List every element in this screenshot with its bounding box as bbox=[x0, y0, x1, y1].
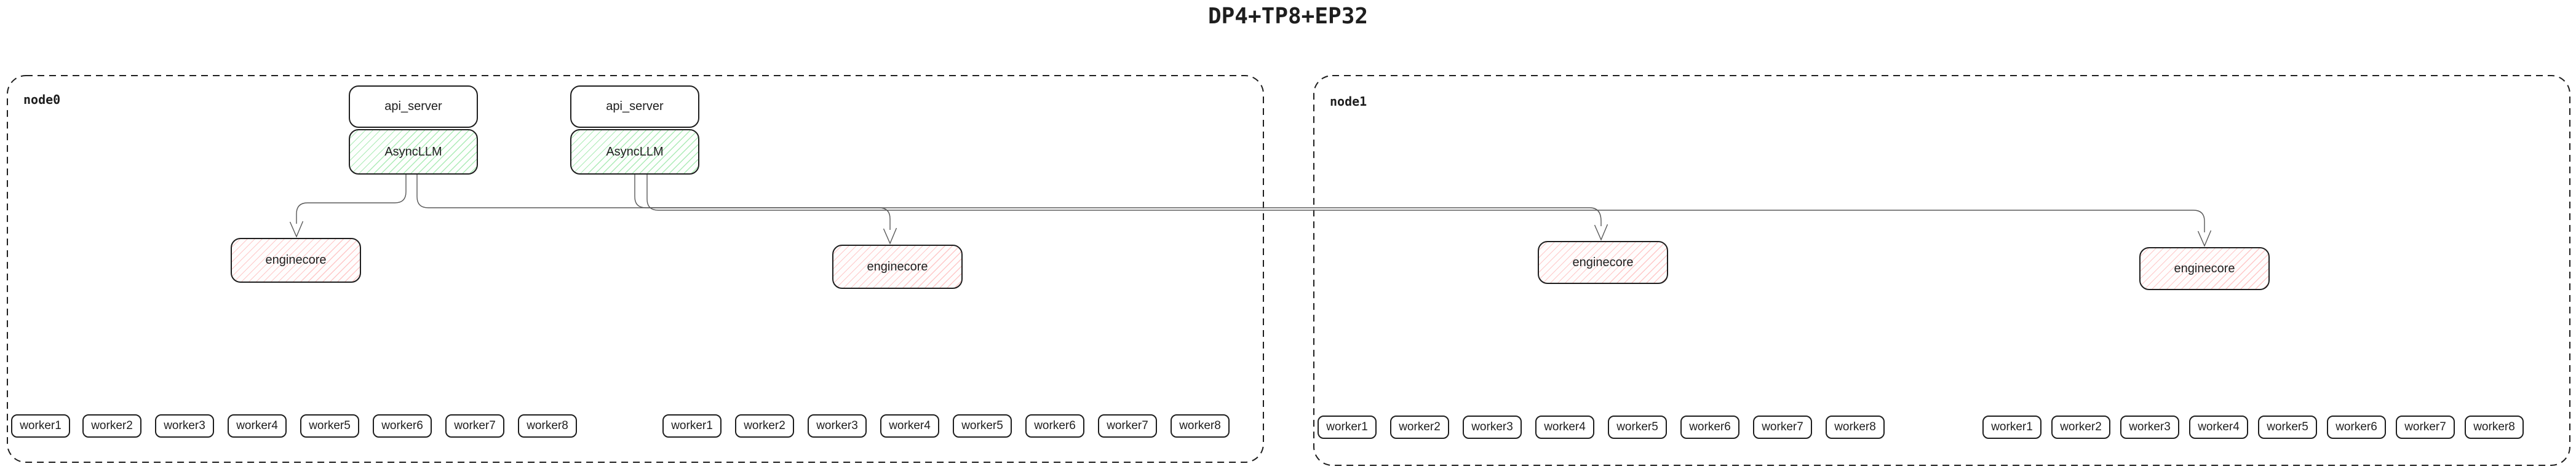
arrowhead-icon bbox=[883, 227, 897, 245]
worker-box: worker6 bbox=[1025, 414, 1084, 438]
api-server-box-2: api_server bbox=[570, 85, 699, 128]
worker-box: worker3 bbox=[808, 414, 867, 438]
worker-box: worker5 bbox=[953, 414, 1012, 438]
worker-box: worker8 bbox=[1171, 414, 1230, 438]
worker-box: worker1 bbox=[11, 414, 70, 438]
worker-box: worker6 bbox=[373, 414, 432, 438]
arrowhead-icon bbox=[2197, 230, 2212, 247]
arrowhead-icon bbox=[1594, 224, 1608, 241]
connector-asyncllm2-enginecore4 bbox=[646, 175, 2205, 232]
worker-box: worker7 bbox=[1098, 414, 1157, 438]
worker-box: worker7 bbox=[445, 414, 504, 438]
worker-box: worker8 bbox=[518, 414, 577, 438]
worker-box: worker3 bbox=[1463, 416, 1522, 439]
connector-asyncllm1-enginecore2 bbox=[416, 175, 891, 230]
worker-box: worker5 bbox=[2258, 416, 2317, 439]
worker-box: worker6 bbox=[2327, 416, 2386, 439]
worker-box: worker4 bbox=[2189, 416, 2248, 439]
worker-box: worker4 bbox=[880, 414, 939, 438]
worker-box: worker3 bbox=[2120, 416, 2179, 439]
worker-box: worker8 bbox=[1826, 416, 1885, 439]
worker-box: worker2 bbox=[735, 414, 794, 438]
worker-box: worker7 bbox=[1753, 416, 1812, 439]
worker-box: worker2 bbox=[82, 414, 141, 438]
worker-box: worker1 bbox=[1318, 416, 1377, 439]
worker-box: worker1 bbox=[1982, 416, 2041, 439]
node0-border bbox=[7, 75, 1264, 463]
worker-box: worker2 bbox=[2051, 416, 2110, 439]
asyncllm-box-2: AsyncLLM bbox=[570, 129, 699, 175]
node1-border bbox=[1313, 75, 2570, 466]
enginecore-box-3: enginecore bbox=[1538, 241, 1668, 284]
worker-box: worker4 bbox=[228, 414, 287, 438]
connector-asyncllm1-enginecore1 bbox=[296, 175, 407, 224]
worker-box: worker3 bbox=[155, 414, 214, 438]
worker-box: worker2 bbox=[1390, 416, 1449, 439]
worker-box: worker5 bbox=[300, 414, 359, 438]
connector-asyncllm2-enginecore3 bbox=[634, 175, 1602, 226]
worker-box: worker5 bbox=[1608, 416, 1667, 439]
arrowhead-icon bbox=[289, 221, 304, 238]
worker-box: worker1 bbox=[662, 414, 722, 438]
api-server-box-1: api_server bbox=[349, 85, 478, 128]
enginecore-box-2: enginecore bbox=[832, 245, 963, 289]
worker-box: worker6 bbox=[1680, 416, 1739, 439]
asyncllm-box-1: AsyncLLM bbox=[349, 129, 478, 175]
worker-box: worker4 bbox=[1535, 416, 1594, 439]
node1-label: node1 bbox=[1330, 94, 1367, 109]
node0-label: node0 bbox=[23, 92, 61, 107]
enginecore-box-1: enginecore bbox=[231, 238, 361, 283]
diagram-title: DP4+TP8+EP32 bbox=[1207, 4, 1369, 29]
worker-box: worker7 bbox=[2396, 416, 2455, 439]
worker-box: worker8 bbox=[2465, 416, 2524, 439]
enginecore-box-4: enginecore bbox=[2139, 247, 2270, 290]
